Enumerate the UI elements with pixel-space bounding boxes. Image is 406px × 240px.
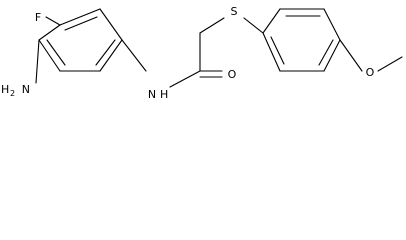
bond [262,8,281,34]
bond [38,39,61,72]
bond-to-amino [35,39,40,84]
carbonyl-oxygen-label: O [228,68,237,81]
bond [99,39,123,72]
bond-to-amide-nitrogen [121,39,147,72]
bond-to-fluorine [45,16,61,26]
double-bond-inner [270,36,285,65]
sulfur-label: S [231,5,238,18]
double-bond-inner [46,39,66,66]
bond-amide-n-carbonyl [169,70,201,88]
bond-methylene-sulfur [199,17,225,34]
bond [323,8,341,41]
bond-ring-ether-oxygen [339,39,363,72]
bond [38,24,61,41]
bond-sulfur-ring [243,17,264,34]
bond [262,32,281,72]
bond [59,8,101,26]
bond-ether-oxygen-methyl [377,56,403,72]
amine-nitrogen-label: N [22,83,30,96]
fluorine-label: F [35,11,41,24]
amine-hydrogen-label: H [1,83,9,96]
amide-hydrogen-label: H [160,88,168,101]
double-bond-inner [95,39,116,66]
double-bond-inner [64,16,98,31]
bond [99,8,123,41]
aminofluorophenyl-ring [38,8,123,72]
bond [323,39,341,72]
methoxyphenyl-ring [262,8,341,72]
double-bond-inner [318,39,334,66]
amide-nitrogen-label: N [148,88,156,101]
chemical-structure: F N H 2 N H O S O [1,5,403,101]
amine-subscript-label: 2 [10,89,15,98]
ether-oxygen-label: O [366,66,375,79]
